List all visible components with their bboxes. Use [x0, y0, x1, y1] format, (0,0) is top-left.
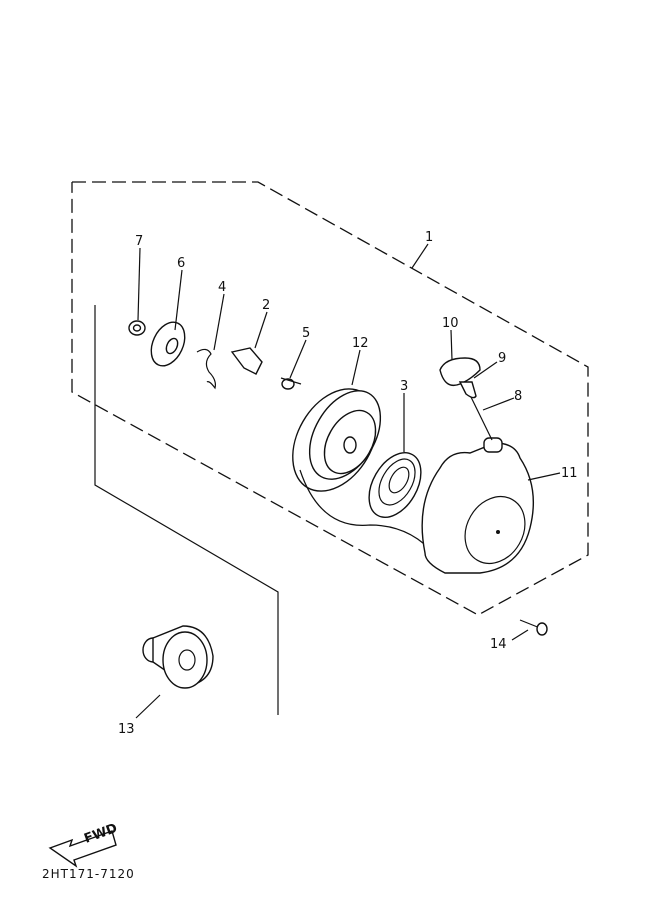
part-4-spring	[196, 348, 216, 390]
callout-4: 4	[218, 280, 226, 295]
part-6-plate	[150, 321, 186, 367]
part-7-nut	[128, 320, 146, 336]
part13-frame	[94, 305, 279, 715]
callout-12: 12	[352, 336, 369, 351]
drawing-code: 2HT171-7120	[42, 867, 135, 881]
callout-8: 8	[514, 389, 522, 404]
callout-5: 5	[302, 326, 310, 341]
part-10-handle	[439, 357, 481, 387]
part-13-ratchet	[142, 625, 214, 689]
callout-14: 14	[490, 637, 507, 652]
leader-lines	[135, 243, 561, 719]
part-14-bolt	[519, 619, 548, 636]
part-3-spring	[368, 452, 422, 518]
callout-13: 13	[118, 722, 135, 737]
part-5-bolt	[280, 377, 302, 390]
callout-9: 9	[498, 351, 506, 366]
part-2-pawl	[230, 347, 263, 375]
starter-rope	[299, 469, 436, 556]
callout-6: 6	[177, 256, 185, 271]
part-9-grip	[458, 381, 477, 399]
fwd-arrow-icon: FWD	[48, 821, 120, 868]
callout-1: 1	[425, 230, 433, 245]
callout-7: 7	[135, 234, 143, 249]
part-8-rope	[469, 394, 493, 441]
part-11-case	[421, 437, 535, 574]
part-12-pulley	[292, 388, 382, 492]
callout-2: 2	[262, 298, 270, 313]
callout-10: 10	[442, 316, 459, 331]
assembly-outline	[71, 181, 589, 616]
callout-11: 11	[561, 466, 578, 481]
callout-3: 3	[400, 379, 408, 394]
